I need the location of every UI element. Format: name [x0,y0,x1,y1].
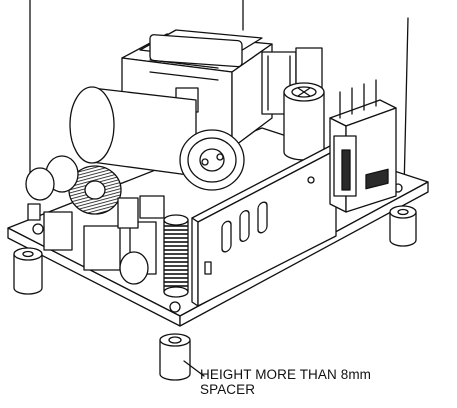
callout-line-2: SPACER [200,382,256,397]
guide-line-right [403,17,409,191]
spacer-callout: HEIGHT MORE THAN 8mm SPACER [200,367,371,397]
spacer-left [13,247,43,295]
callout-leader [183,360,205,377]
spacer-right [389,205,417,247]
spacer-bottom [159,333,191,381]
heatsink [191,145,337,307]
toroid-choke [25,155,122,215]
bulk-capacitor [69,86,245,191]
output-connector [329,79,397,213]
input-inductor [163,214,189,298]
small-components [27,195,165,285]
upright-capacitor [283,82,325,161]
callout-line-1: HEIGHT MORE THAN 8mm [200,367,372,382]
